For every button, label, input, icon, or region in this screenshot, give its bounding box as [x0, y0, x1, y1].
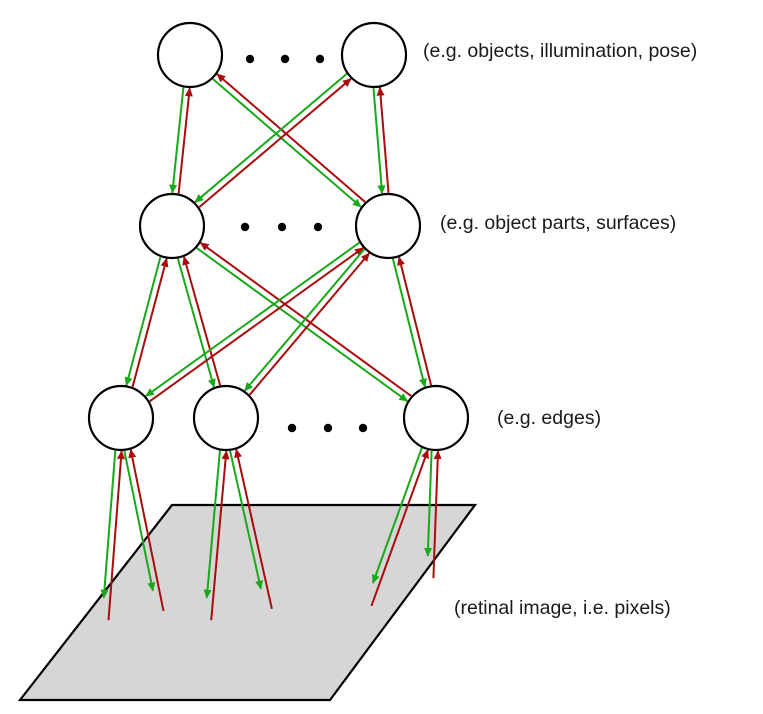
feedforward-to-image-arrow: [203, 450, 221, 599]
feedback-arrow: [397, 256, 433, 386]
feedback-arrow: [131, 257, 169, 388]
feedback-from-image-arrow: [128, 448, 165, 612]
feedforward-arrow: [124, 256, 162, 387]
middle-layer-label: (e.g. object parts, surfaces): [440, 212, 676, 234]
top-ellipsis: [245, 54, 325, 64]
feedforward-arrow: [212, 78, 362, 208]
retinal-image-plane: [17, 503, 478, 702]
feedforward-to-image-arrow: [100, 450, 117, 599]
feedback-from-image-arrow: [432, 450, 442, 579]
feedback-arrow: [177, 87, 193, 194]
feedforward-arrow: [194, 73, 348, 203]
feedforward-to-image-arrow: [229, 450, 264, 590]
middle-node-right: [354, 192, 422, 260]
feedback-from-image-arrow: [234, 448, 273, 610]
feedback-from-image-arrow: [370, 449, 429, 607]
feedforward-to-image-arrow: [371, 447, 423, 584]
bottom-node-2: [192, 384, 260, 452]
top-node-right: [340, 21, 408, 89]
feedback-from-image-arrow: [210, 450, 230, 621]
feedforward-arrow: [145, 241, 360, 397]
feedback-arrow: [198, 78, 352, 208]
top-layer-label: (e.g. objects, illumination, pose): [423, 40, 697, 62]
feedforward-arrow: [176, 258, 216, 389]
feedforward-arrow: [372, 88, 386, 195]
bottom-layer-label: (e.g. edges): [497, 407, 601, 429]
feedforward-arrow: [196, 247, 409, 403]
feedback-arrow: [248, 252, 370, 396]
bottom-ellipsis: [287, 423, 368, 433]
feedback-arrow: [182, 255, 222, 386]
feedforward-arrow: [244, 248, 366, 392]
top-node-left: [156, 21, 224, 89]
feedback-from-image-arrow: [107, 450, 125, 621]
middle-node-left: [138, 192, 206, 260]
feedback-arrow: [216, 73, 366, 203]
feedforward-to-image-arrow: [424, 450, 433, 557]
middle-ellipsis: [240, 222, 323, 232]
feedback-arrow: [376, 86, 390, 193]
feedback-arrow: [149, 247, 364, 403]
retinal-image-label: (retinal image, i.e. pixels): [454, 597, 671, 619]
feedforward-arrow: [169, 87, 185, 194]
bottom-node-3: [402, 384, 470, 452]
feedforward-to-image-arrow: [123, 450, 156, 592]
feedforward-arrow: [391, 258, 427, 388]
bottom-node-1: [87, 384, 155, 452]
connections-group: [100, 73, 442, 621]
